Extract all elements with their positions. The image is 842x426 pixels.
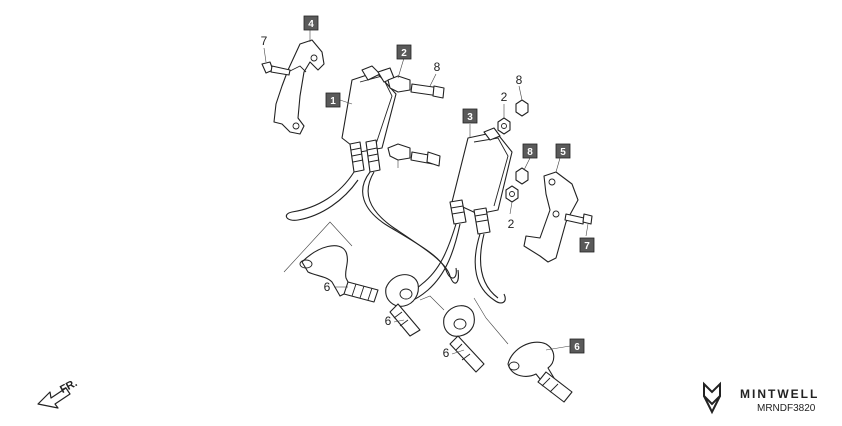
bolt-7-right (564, 213, 593, 225)
clip-2-upper (387, 75, 411, 93)
label-8-upper: 8 (434, 60, 441, 74)
callout-5: 5 (555, 143, 571, 159)
svg-text:3: 3 (467, 112, 473, 123)
brand-name: MINTWELL (740, 387, 819, 401)
front-direction-arrow: FR. (37, 377, 79, 409)
svg-text:7: 7 (584, 241, 590, 252)
callout-2: 2 (396, 44, 412, 60)
collar-2-upper (497, 117, 511, 135)
nut-8-upper (515, 99, 529, 117)
plug-cap-6-a (299, 245, 379, 303)
svg-text:6: 6 (574, 342, 580, 353)
label-7: 7 (261, 34, 268, 48)
leader-lines (263, 28, 589, 355)
bracket-4 (273, 39, 325, 135)
label-6-b: 6 (385, 314, 392, 328)
plug-cap-6-c (443, 305, 485, 373)
svg-text:5: 5 (560, 147, 566, 158)
ignition-coil-3 (449, 127, 513, 235)
plug-cap-6-d (507, 341, 573, 403)
label-6-c: 6 (443, 346, 450, 360)
label-2-lower: 2 (508, 217, 515, 231)
bolt-7-left (261, 61, 291, 76)
bracket-5 (523, 171, 579, 263)
svg-text:FR.: FR. (58, 377, 79, 396)
callout-6: 6 (569, 338, 585, 354)
collar-2-lower (505, 185, 519, 203)
plug-cap-6-b (385, 274, 421, 337)
callout-1: 1 (325, 92, 341, 108)
svg-text:4: 4 (308, 19, 314, 30)
label-6-a: 6 (324, 280, 331, 294)
callout-3: 3 (462, 108, 478, 124)
ignition-coil-1 (341, 65, 397, 173)
mintwell-logo: MINTWELL MRNDF3820 (703, 381, 819, 415)
nut-8-lower (515, 167, 529, 185)
callout-8: 8 (522, 143, 538, 159)
callout-7: 7 (579, 237, 595, 253)
svg-text:1: 1 (330, 96, 336, 107)
bolt-8-lower (410, 151, 441, 167)
svg-text:8: 8 (527, 147, 533, 158)
label-2-upper: 2 (501, 90, 508, 104)
diagram-code: MRNDF3820 (757, 403, 816, 414)
callout-4: 4 (303, 15, 319, 31)
label-8-right: 8 (516, 73, 523, 87)
svg-text:2: 2 (401, 48, 407, 59)
clip-2-lower (387, 143, 411, 161)
bolt-8-upper (410, 83, 445, 99)
